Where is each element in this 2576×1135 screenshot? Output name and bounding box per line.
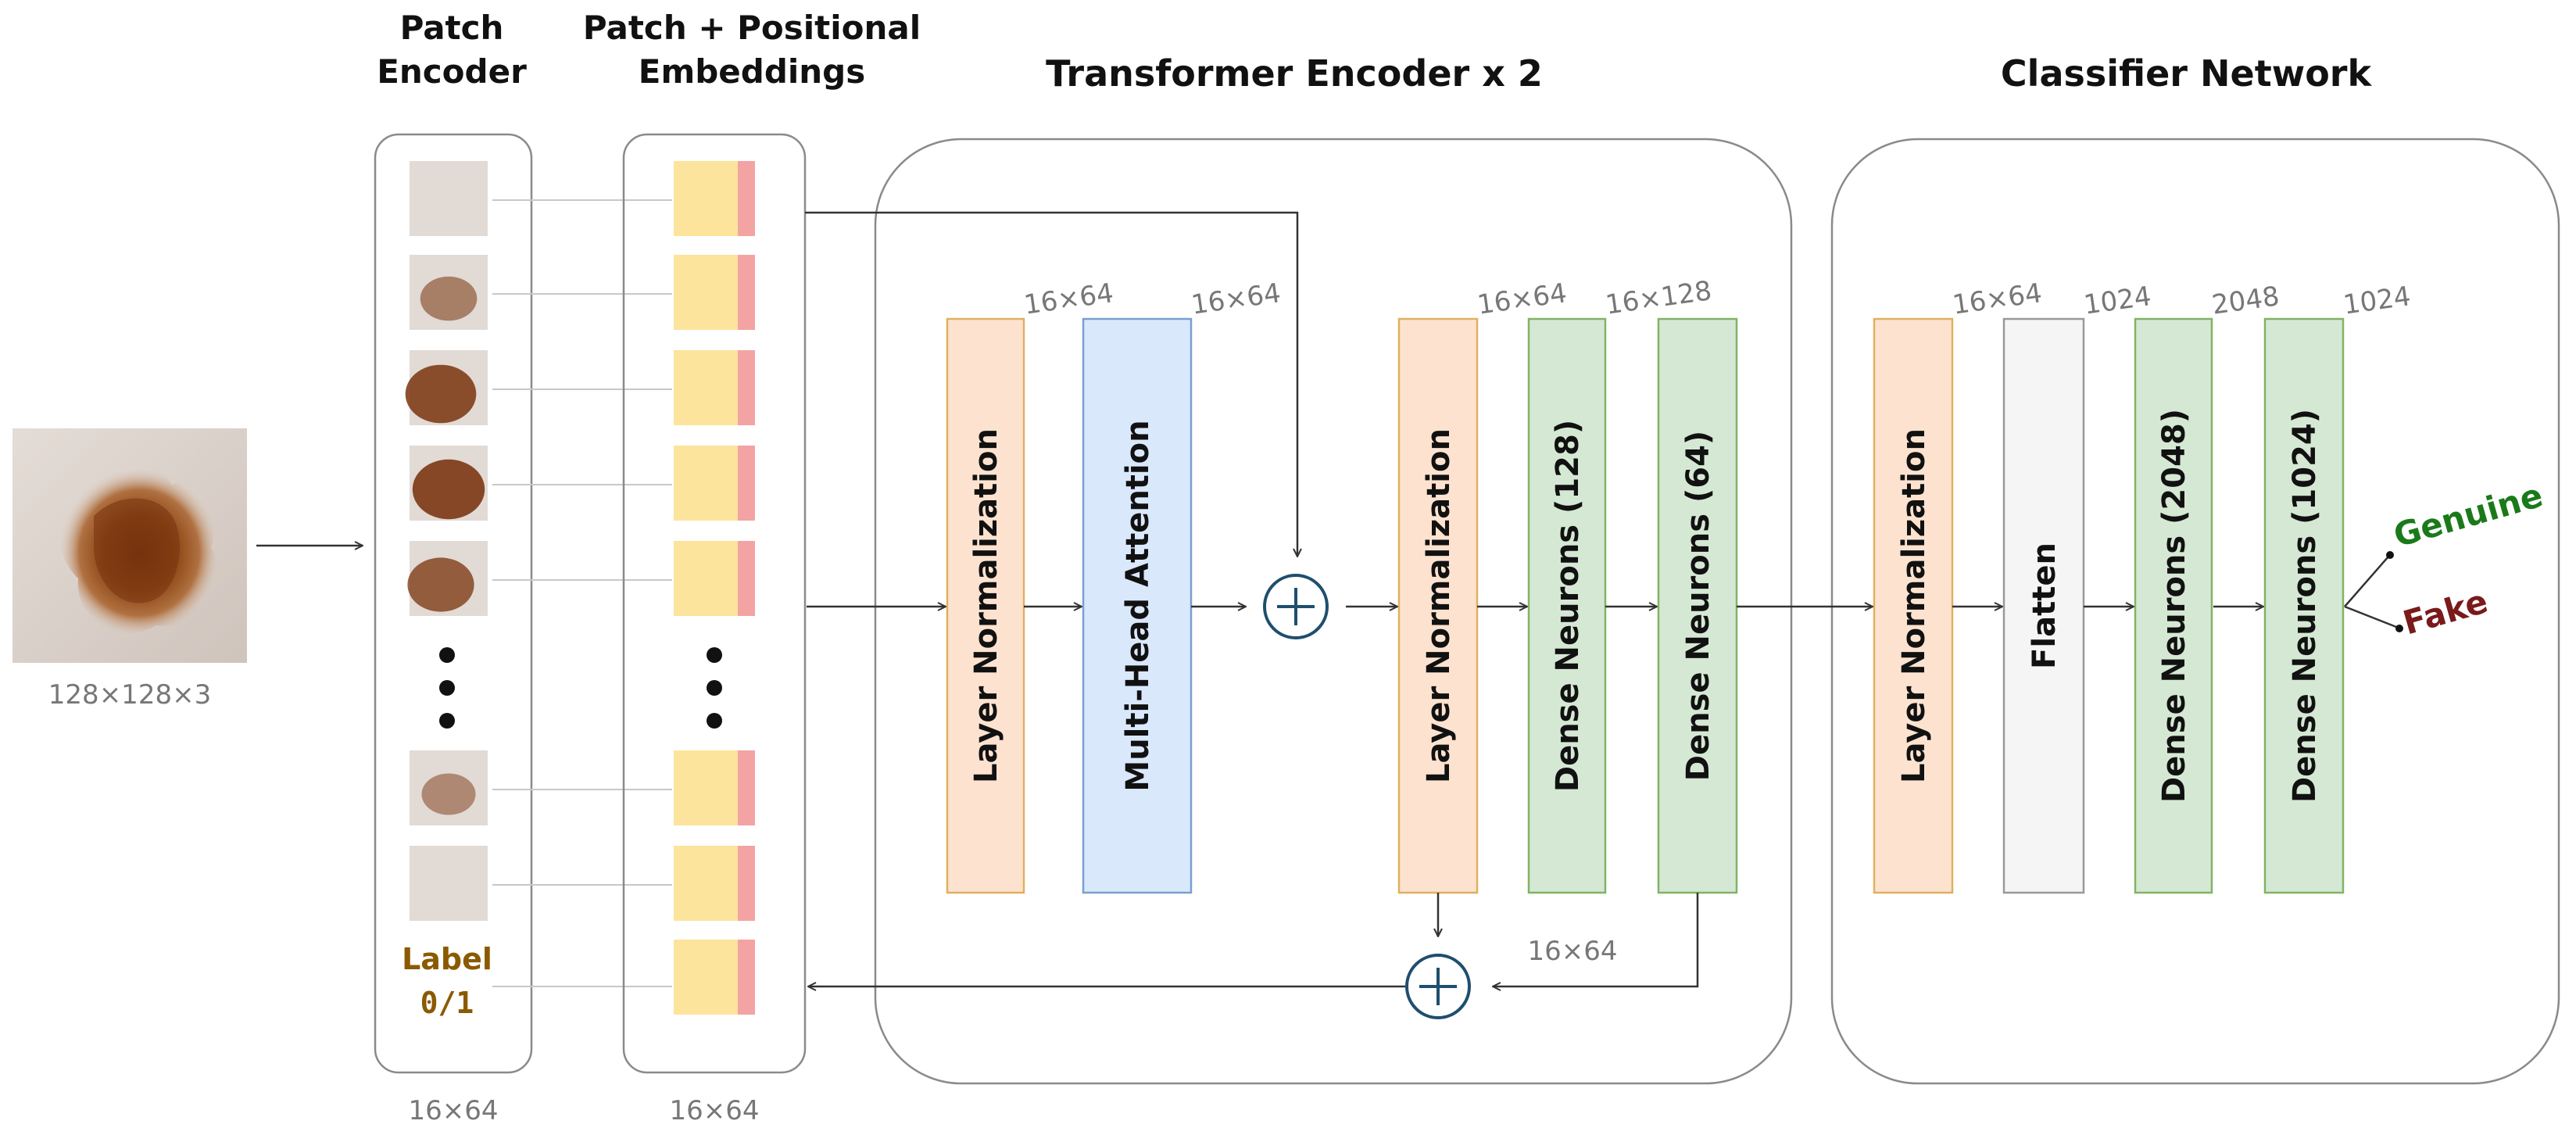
patch-4 (410, 446, 488, 521)
classifier-block-2: Flatten 1024 (2002, 281, 2153, 894)
classifier-blocks: Layer Normalization16×64Flatten1024Dense… (1873, 277, 2413, 894)
patch-encoder-panel (374, 133, 533, 1074)
patch-1 (410, 161, 488, 236)
embedding-3 (674, 350, 755, 425)
transformer-title: Transformer Encoder x 2 (1046, 52, 1543, 95)
patch-5 (407, 541, 488, 616)
transformer-block-4: Dense Neurons (128) 16×128 (1527, 275, 1714, 894)
transformer-block-dim: 16×128 (1604, 275, 1714, 321)
ellipsis-dot (439, 647, 455, 663)
input-image (13, 428, 247, 663)
label-text-line2: 0/1 (420, 986, 474, 1020)
embedding-7 (674, 846, 755, 921)
transformer-block-3: Layer Normalization 16×64 (1397, 277, 1569, 894)
classifier-block-dim: 16×64 (1951, 277, 2044, 321)
classifier-panel (1830, 138, 2560, 1085)
classifier-block-label: Dense Neurons (2048) (2156, 409, 2192, 803)
patch-7 (410, 846, 488, 921)
transformer-block-label: Layer Normalization (968, 428, 1004, 783)
embeddings-title-line1: Patch + Positional (583, 9, 921, 47)
classifier-block-dim: 1024 (2342, 281, 2413, 321)
classifier-block-dim: 1024 (2082, 281, 2153, 321)
add-node-1 (1263, 574, 1329, 639)
classifier-block-label: Dense Neurons (1024) (2287, 409, 2323, 803)
transformer-block-2: Multi-Head Attention 16×64 (1082, 277, 1283, 894)
patch-encoder-dims: 16×64 (408, 1095, 498, 1126)
outputs: Genuine Fake (2344, 476, 2547, 643)
transformer-block-dim: 16×64 (1022, 277, 1115, 321)
embeddings-title-line2: Embeddings (639, 52, 866, 91)
transformer-block-label: Dense Neurons (64) (1680, 431, 1716, 781)
transformer-block-label: Layer Normalization (1421, 428, 1457, 783)
patch-list (405, 161, 672, 987)
classifier-block-dim: 2048 (2210, 281, 2281, 321)
embedding-6 (674, 750, 755, 825)
embedding-5 (674, 541, 755, 616)
embedding-list (674, 161, 755, 1015)
patch-3 (405, 350, 488, 425)
classifier-block-4: Dense Neurons (1024) 1024 (2263, 281, 2413, 894)
ellipsis-dot (439, 713, 455, 729)
ellipsis-dot (707, 713, 722, 729)
embedding-1 (674, 161, 755, 236)
transformer-block-dim: 16×64 (1190, 277, 1283, 321)
classifier-block-1: Layer Normalization 16×64 (1873, 277, 2044, 894)
transformer-block-1: Layer Normalization 16×64 (946, 277, 1115, 894)
classifier-title: Classifier Network (2001, 52, 2373, 95)
transformer-block-5: Dense Neurons (64) (1657, 317, 1738, 894)
ellipsis-dot (439, 680, 455, 696)
transformer-panel (874, 138, 1793, 1085)
embeddings-panel (622, 133, 807, 1074)
patch-encoder-title-line1: Patch (400, 9, 504, 47)
add-node-2 (1405, 954, 1471, 1019)
embedding-8 (674, 940, 755, 1015)
ellipsis-dot (707, 647, 722, 663)
embedding-4 (674, 446, 755, 521)
transformer-block-label: Dense Neurons (128) (1550, 420, 1586, 792)
label-text-line1: Label (402, 942, 492, 976)
input-dims: 128×128×3 (48, 679, 211, 711)
classifier-block-label: Layer Normalization (1896, 428, 1932, 783)
residual-dim: 16×64 (1527, 936, 1617, 967)
patch-encoder-title-line2: Encoder (377, 52, 527, 91)
transformer-block-dim: 16×64 (1476, 277, 1569, 321)
patch-6 (410, 750, 488, 825)
classifier-block-label: Flatten (2027, 542, 2063, 669)
transformer-block-label: Multi-Head Attention (1120, 420, 1156, 791)
embeddings-dims: 16×64 (669, 1095, 759, 1126)
output-fake: Fake (2399, 582, 2492, 642)
classifier-block-3: Dense Neurons (2048) 2048 (2134, 281, 2281, 894)
ellipsis-dot (707, 680, 722, 696)
flow-lines (805, 211, 2263, 986)
output-genuine: Genuine (2389, 476, 2546, 555)
embedding-2 (674, 255, 755, 330)
patch-2 (410, 255, 488, 330)
